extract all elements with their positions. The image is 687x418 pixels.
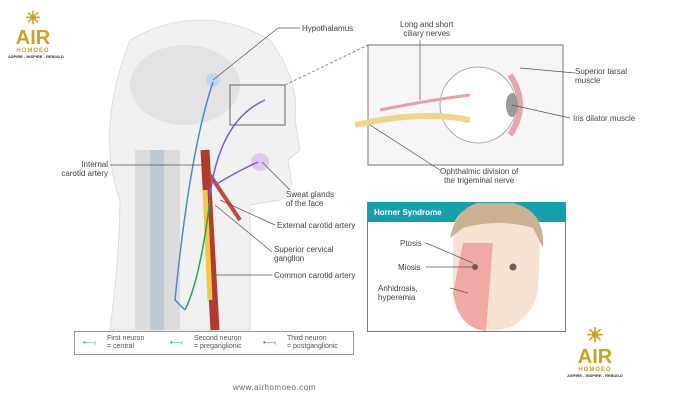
label-line: Anhidrosis, xyxy=(378,284,418,293)
label-iris-dilator: Iris dilator muscle xyxy=(573,114,636,123)
logo-tagline: ASPIRE - INSPIRE - REBUILD xyxy=(8,54,64,59)
label-line: ciliary nerves xyxy=(403,29,451,38)
logo-tagline: ASPIRE - INSPIRE - REBUILD xyxy=(567,373,623,378)
label-line: carotid artery xyxy=(61,169,108,178)
legend-line: Second neuron xyxy=(194,335,242,342)
legend-line: Third neuron xyxy=(287,335,327,342)
legend-third-neuron: •—‹ Third neuron= postganglionic xyxy=(263,335,338,351)
label-line: Sweat glands xyxy=(286,190,335,199)
neuron-icon: •—‹ xyxy=(170,338,184,347)
label-line: Ophthalmic division of xyxy=(440,167,519,176)
logo-sub: HOMOEO xyxy=(16,48,50,54)
horner-syndrome-panel: Horner Syndrome Ptosis Miosis Anhidrosis… xyxy=(367,202,566,332)
neuron-icon: •—‹ xyxy=(263,338,277,347)
legend-line: = postganglionic xyxy=(287,343,338,350)
neuron-icon: •—‹ xyxy=(83,338,97,347)
legend-second-neuron: •—‹ Second neuron= preganglionic xyxy=(170,335,242,351)
logo-sub: HOMOEO xyxy=(578,367,612,373)
legend-line: First neuron xyxy=(107,335,145,342)
label-line: ganglion xyxy=(274,254,305,263)
label-line: Long and short xyxy=(400,20,454,29)
label-ptosis: Ptosis xyxy=(400,239,422,248)
logo-main: AIR xyxy=(577,346,613,368)
label-line: of the face xyxy=(286,199,324,208)
label-hypothalamus: Hypothalamus xyxy=(302,24,354,33)
neuron-legend: •—‹ First neuron= central •—‹ Second neuro… xyxy=(74,331,354,355)
label-line: Superior tarsal xyxy=(575,67,628,76)
legend-first-neuron: •—‹ First neuron= central xyxy=(83,335,144,351)
legend-line: = central xyxy=(107,343,135,350)
label-line: Internal xyxy=(81,160,108,169)
label-external-carotid: External carotid artery xyxy=(277,221,356,230)
label-common-carotid: Common carotid artery xyxy=(274,271,356,280)
label-line: muscle xyxy=(575,76,601,85)
label-line: hyperemia xyxy=(378,293,416,302)
label-anhidrosis: Anhidrosis,hyperemia xyxy=(378,284,418,302)
bulb-icon: ☀ xyxy=(586,325,604,347)
legend-line: = preganglionic xyxy=(194,343,242,350)
website-url: www.airhomoeo.com xyxy=(233,383,316,392)
logo-bottom: ☀ AIR HOMOEO ASPIRE - INSPIRE - REBUILD xyxy=(565,325,625,378)
label-line: the trigeminal nerve xyxy=(444,176,515,185)
bulb-icon: ☀ xyxy=(24,8,42,28)
label-miosis: Miosis xyxy=(398,263,421,272)
face-illustration xyxy=(425,203,544,331)
logo-main: AIR xyxy=(15,27,51,49)
logo-top: ☀ AIR HOMOEO ASPIRE - INSPIRE - REBUILD xyxy=(8,8,64,59)
label-line: Superior cervical xyxy=(274,245,334,254)
